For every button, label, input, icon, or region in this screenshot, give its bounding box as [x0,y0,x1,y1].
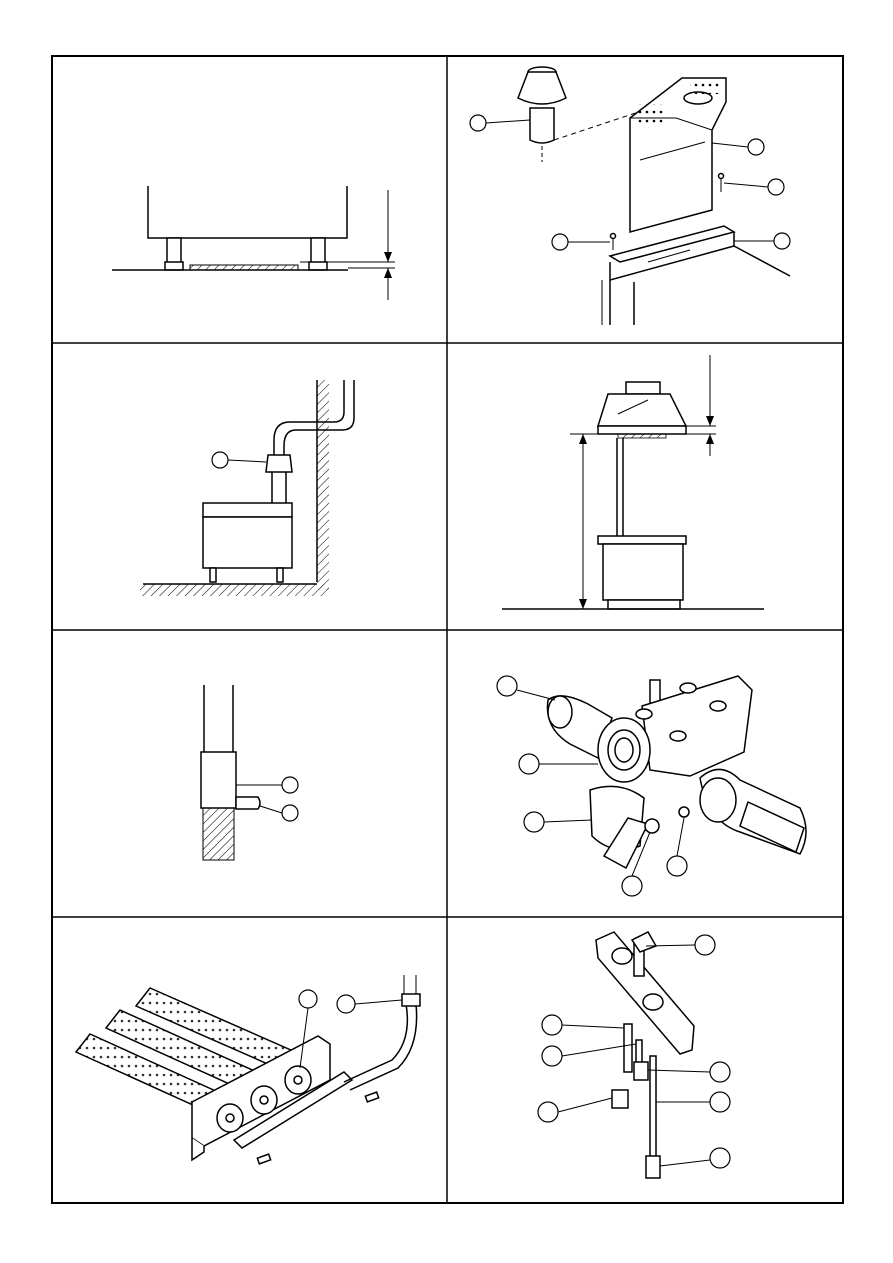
panel-5-pipe-nozzle [201,685,298,860]
panel-7-burner-assembly [76,975,420,1164]
panel-6-gas-valve [497,676,806,896]
panel-1-appliance-feet [112,186,395,300]
panel-2-flue-hood [470,67,790,325]
panel-8-pilot-thermocouple [538,932,730,1178]
panel-3-flue-wall [140,380,354,596]
panel-4-hood-height [502,355,764,609]
